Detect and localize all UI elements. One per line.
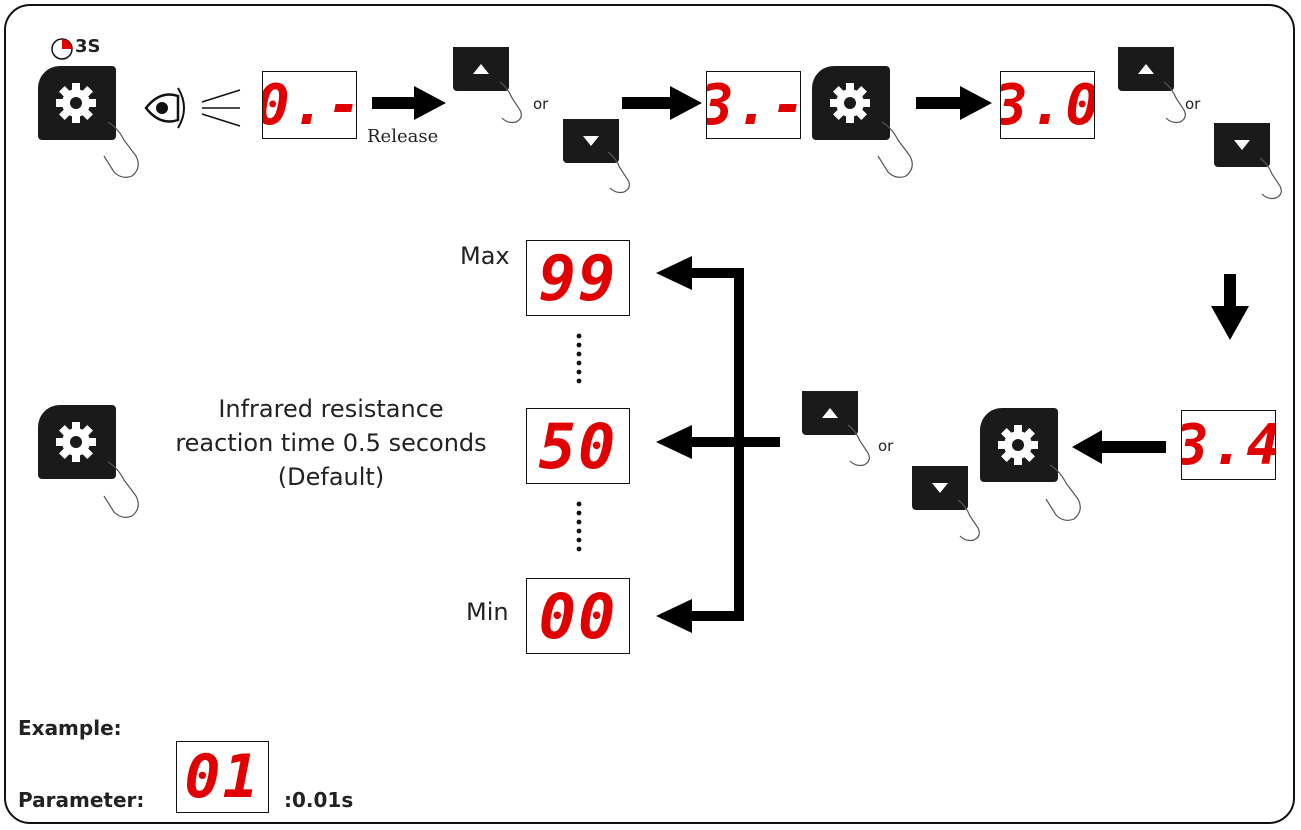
- default-description: Infrared resistance reaction time 0.5 se…: [140, 392, 522, 494]
- display-step3: 3.0: [1000, 71, 1095, 139]
- diagram-frame: [4, 4, 1295, 824]
- min-label: Min: [466, 598, 509, 626]
- display-max: 99: [526, 240, 630, 316]
- or-label-1: or: [533, 95, 549, 113]
- up-arrow-icon: [1138, 64, 1154, 74]
- set-button-hold[interactable]: [38, 66, 116, 140]
- up-button-2[interactable]: [1118, 47, 1174, 91]
- gear-icon: [56, 422, 96, 462]
- down-arrow-icon: [932, 483, 948, 493]
- up-arrow-icon: [822, 408, 838, 418]
- set-button-confirm[interactable]: [38, 405, 116, 479]
- up-button-1[interactable]: [453, 47, 509, 91]
- parameter-label: Parameter:: [18, 788, 145, 812]
- eye-icon: [144, 87, 241, 129]
- default-description-line2: reaction time 0.5 seconds: [175, 429, 487, 457]
- down-button-2[interactable]: [1214, 123, 1270, 167]
- gear-icon: [56, 83, 96, 123]
- up-arrow-icon: [473, 64, 489, 74]
- hold-time-label: 3S: [75, 36, 101, 57]
- up-button-3[interactable]: [802, 391, 858, 435]
- display-min: 00: [526, 578, 630, 654]
- display-step1: 0.-: [262, 71, 357, 139]
- or-label-3: or: [878, 437, 894, 455]
- display-step2: 3.-: [706, 71, 801, 139]
- default-description-line1: Infrared resistance: [218, 395, 444, 423]
- example-heading: Example:: [18, 716, 122, 740]
- set-button-2[interactable]: [812, 66, 890, 140]
- down-arrow-icon: [1234, 140, 1250, 150]
- display-default: 50: [526, 408, 630, 484]
- timer-icon: [51, 38, 73, 60]
- max-label: Max: [460, 242, 510, 270]
- gear-icon: [830, 83, 870, 123]
- default-description-line3: (Default): [277, 463, 385, 491]
- gear-icon: [998, 425, 1038, 465]
- down-arrow-icon: [583, 136, 599, 146]
- down-button-3[interactable]: [912, 466, 968, 510]
- display-step4: 3.4: [1181, 410, 1276, 480]
- hand-pointer-icon: [103, 81, 1282, 542]
- or-label-2: or: [1185, 95, 1201, 113]
- example-value: :0.01s: [284, 788, 354, 812]
- display-example: 01: [176, 741, 269, 813]
- release-label: Release: [367, 126, 439, 147]
- down-button-1[interactable]: [563, 119, 619, 163]
- set-button-4[interactable]: [980, 408, 1058, 482]
